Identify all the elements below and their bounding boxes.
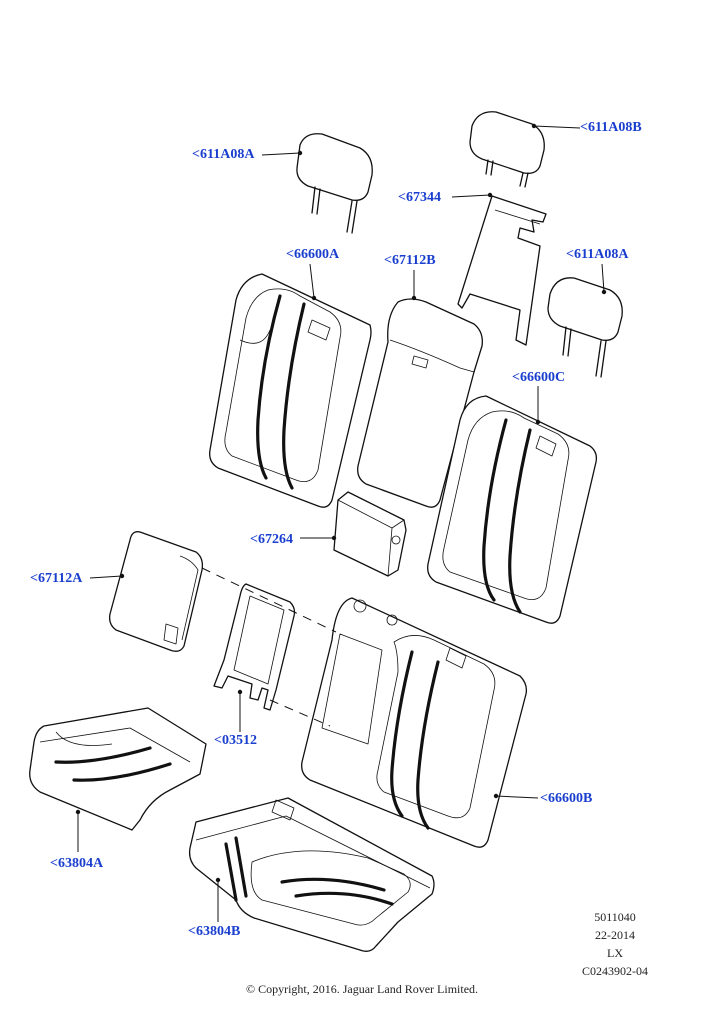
backrest-cover-right[interactable] [427,395,598,624]
leader-lines [75,123,607,922]
backrest-cover-main[interactable] [301,597,528,848]
seat-cushion-left[interactable] [29,707,207,831]
part-label-611A08A-left[interactable]: <611A08A [192,147,255,162]
part-label-63804A[interactable]: <63804A [50,856,104,871]
backrest-cover-left[interactable] [209,273,372,508]
part-label-66600A[interactable]: <66600A [286,247,340,262]
part-label-611A08A-right[interactable]: <611A08A [566,247,629,262]
backrest-pad-center[interactable] [357,298,483,508]
headrest-right[interactable] [547,277,623,378]
copyright-notice: © Copyright, 2016. Jaguar Land Rover Lim… [245,982,479,996]
drawing-model: LX [607,946,623,960]
drawing-date: 22-2014 [595,928,635,942]
part-label-03512[interactable]: <03512 [214,733,257,748]
part-label-67264[interactable]: <67264 [250,532,293,547]
part-label-67112B[interactable]: <67112B [384,253,436,268]
drawing-code: C0243902-04 [582,964,648,978]
seat-back-frame-panel[interactable] [457,195,547,346]
part-label-67112A[interactable]: <67112A [30,571,83,586]
headrest-left[interactable] [296,133,373,234]
headrest-center[interactable] [469,111,545,188]
part-label-66600B[interactable]: <66600B [540,791,593,806]
seat-cushion-main[interactable] [188,797,435,952]
backrest-pad-side[interactable] [108,531,204,652]
drawing-number: 5011040 [594,910,636,924]
part-label-67344[interactable]: <67344 [398,190,441,205]
armrest-pad[interactable] [333,491,407,577]
armrest-frame[interactable] [213,583,296,711]
part-label-611A08B[interactable]: <611A08B [580,120,642,135]
part-label-63804B[interactable]: <63804B [188,924,241,939]
part-label-66600C[interactable]: <66600C [512,370,566,385]
